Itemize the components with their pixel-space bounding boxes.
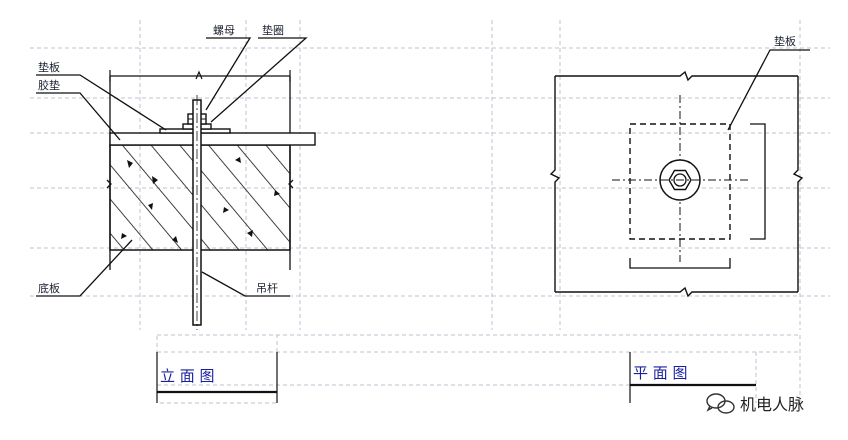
plan-leader-line <box>727 49 810 131</box>
watermark: 机电人脉 <box>706 393 804 414</box>
plan-title-block <box>629 335 801 403</box>
pad-layer <box>109 132 316 146</box>
leader-lines <box>36 37 308 297</box>
wechat-icon <box>706 393 735 414</box>
pad-label: 胶垫 <box>38 78 60 92</box>
plan-view: 垫板 <box>549 34 810 298</box>
watermark-text: 机电人脉 <box>740 395 804 414</box>
base-plate-label: 底板 <box>38 281 60 295</box>
elevation-title: 立 面 图 <box>160 367 215 385</box>
aggregate-marks <box>121 157 280 243</box>
rod-label: 吊杆 <box>256 281 278 295</box>
plan-title: 平 面 图 <box>633 364 688 382</box>
elevation-view: 螺母 垫圈 垫板 胶垫 底板 吊杆 <box>36 23 316 330</box>
plan-shim-plate-label: 垫板 <box>774 34 796 48</box>
nut-label: 螺母 <box>213 24 235 37</box>
elevation-title-block <box>156 334 800 404</box>
washer-label: 垫圈 <box>262 23 284 37</box>
shim-plate-label: 垫板 <box>38 60 60 74</box>
plan-outline <box>549 70 804 298</box>
